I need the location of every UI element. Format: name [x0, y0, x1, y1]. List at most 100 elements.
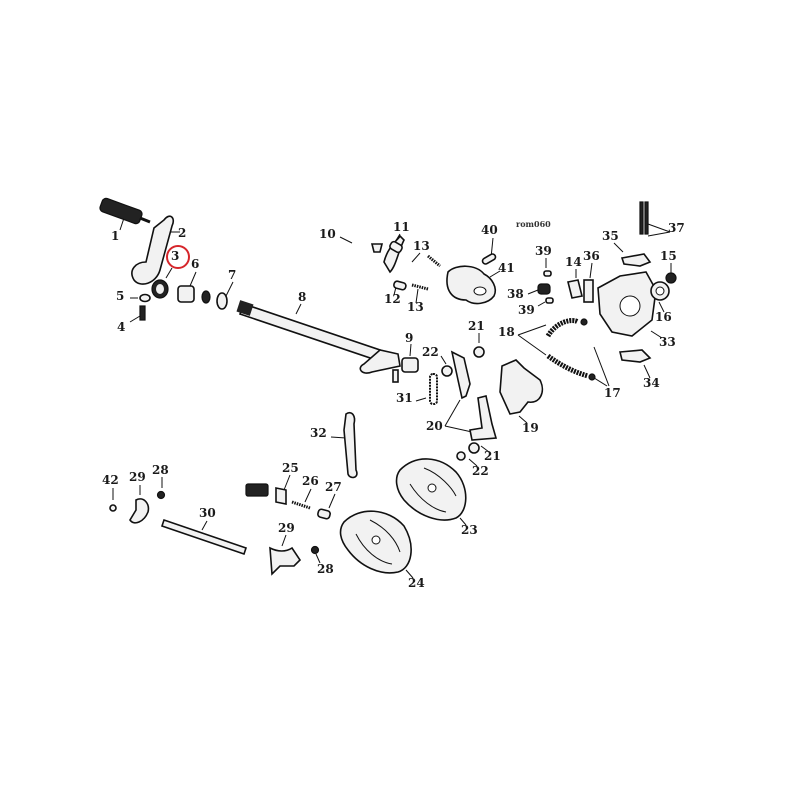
part-27-plunger	[317, 508, 331, 520]
part-25-bolt	[245, 483, 269, 497]
part-label-41: 41	[498, 261, 515, 275]
part-6-bushing	[177, 285, 195, 303]
part-4-bolt	[139, 305, 146, 321]
part-36-gasket	[583, 279, 594, 303]
part-37-pin-2	[644, 201, 649, 235]
part-label-28: 28	[152, 463, 169, 477]
part-label-22: 22	[472, 464, 489, 478]
part-41-shifter-cam	[446, 265, 497, 305]
part-label-20: 20	[426, 419, 443, 433]
part-label-6: 6	[191, 257, 200, 271]
part-31-spring	[429, 373, 438, 405]
part-label-18: 18	[498, 325, 515, 339]
part-pin	[392, 369, 399, 383]
part-label-38: 38	[507, 287, 524, 301]
part-label-39: 39	[535, 244, 552, 258]
part-label-35: 35	[602, 229, 619, 243]
part-label-32: 32	[310, 426, 327, 440]
part-15-seal	[665, 272, 677, 284]
part-17-ball	[580, 318, 588, 326]
part-22-clip-2	[456, 451, 466, 461]
part-label-11: 11	[393, 220, 410, 234]
part-21-washer-2	[468, 442, 480, 454]
part-label-4: 4	[117, 320, 126, 334]
part-2-lever	[131, 215, 175, 285]
part-label-39: 39	[518, 303, 535, 317]
part-12-plunger	[393, 280, 407, 291]
part-label-2: 2	[178, 226, 187, 240]
part-5-nut	[139, 293, 151, 303]
part-label-36: 36	[583, 249, 600, 263]
part-39-ring	[543, 270, 552, 277]
part-34-lever	[618, 349, 652, 363]
part-20-lever-2	[469, 395, 498, 441]
part-26-spring	[291, 500, 311, 510]
part-label-30: 30	[199, 506, 216, 520]
part-22-clip	[441, 365, 453, 377]
part-28-nut	[156, 490, 166, 500]
part-label-31: 31	[396, 391, 413, 405]
highlight-circle-part-3	[166, 245, 190, 269]
part-label-19: 19	[522, 421, 539, 435]
part-39-ring-2	[545, 297, 554, 304]
part-label-8: 8	[298, 290, 307, 304]
part-29-fork	[129, 498, 150, 524]
part-11-plunger	[389, 240, 403, 254]
part-18-spring-2	[546, 353, 589, 379]
part-label-22: 22	[422, 345, 439, 359]
part-28-nut-2	[310, 545, 320, 555]
part-label-29: 29	[129, 470, 146, 484]
part-10-screw	[370, 243, 384, 253]
part-label-37: 37	[668, 221, 685, 235]
part-label-13: 13	[413, 239, 430, 253]
part-label-29: 29	[278, 521, 295, 535]
part-label-10: 10	[319, 227, 336, 241]
part-29-fork-2	[269, 546, 302, 576]
part-label-21: 21	[468, 319, 485, 333]
part-label-23: 23	[461, 523, 478, 537]
part-label-28: 28	[317, 562, 334, 576]
part-6-seal	[201, 290, 211, 304]
part-13-spring-2	[411, 283, 429, 291]
part-label-3: 3	[171, 249, 180, 263]
part-label-33: 33	[659, 335, 676, 349]
part-32-link	[343, 411, 358, 479]
part-37-pin	[639, 201, 644, 235]
part-label-27: 27	[325, 480, 342, 494]
part-20-lever	[450, 350, 471, 400]
part-21-washer	[473, 346, 485, 358]
part-40-pin	[481, 253, 497, 265]
part-38-fitting	[537, 283, 551, 295]
part-17-ball-2	[588, 373, 596, 381]
part-label-9: 9	[405, 331, 414, 345]
part-label-15: 15	[660, 249, 677, 263]
part-18-spring	[545, 318, 580, 338]
part-label-5: 5	[116, 289, 125, 303]
part-label-40: 40	[481, 223, 498, 237]
part-13-spring	[427, 254, 441, 268]
part-label-25: 25	[282, 461, 299, 475]
part-14-plate	[567, 279, 583, 299]
part-label-1: 1	[111, 229, 120, 243]
part-label-26: 26	[302, 474, 319, 488]
part-label-24: 24	[408, 576, 425, 590]
part-8-shifter-shaft	[236, 300, 401, 374]
part-35-lever	[620, 253, 652, 267]
part-label-13: 13	[407, 300, 424, 314]
part-42-ring	[109, 504, 117, 512]
part-19-pawl-carrier	[499, 359, 544, 415]
part-30-rod	[160, 518, 248, 556]
part-1-footpeg	[99, 197, 151, 225]
part-7-washer	[216, 292, 228, 310]
part-label-17: 17	[604, 386, 621, 400]
part-label-16: 16	[655, 310, 672, 324]
drawing-code: rom060	[516, 219, 551, 229]
part-label-34: 34	[643, 376, 660, 390]
part-label-12: 12	[384, 292, 401, 306]
leader-lines	[112, 217, 672, 579]
part-label-14: 14	[565, 255, 582, 269]
part-label-7: 7	[228, 268, 237, 282]
part-label-21: 21	[484, 449, 501, 463]
